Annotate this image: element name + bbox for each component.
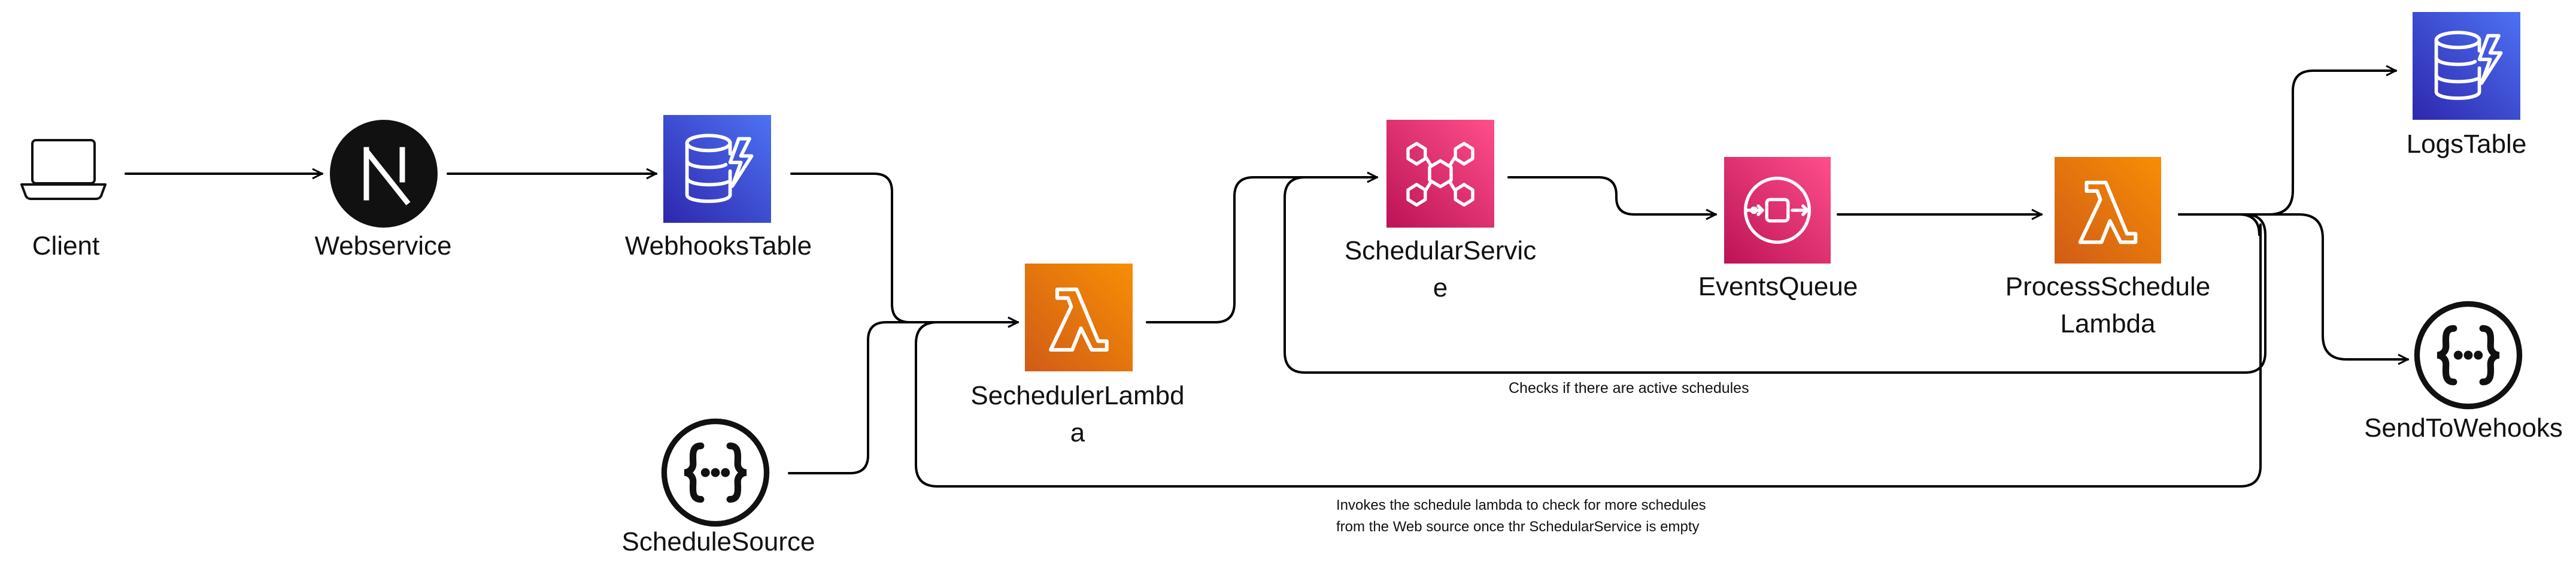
schedulerlambda-label-line-2: a (1070, 418, 1085, 447)
eventbridge-icon (1386, 120, 1494, 228)
lambda-icon (2055, 157, 2161, 264)
edge-processlambda-to-logstable (2178, 71, 2397, 216)
edges (125, 71, 2409, 488)
nextjs-logo-icon (330, 120, 438, 228)
laptop-icon (20, 139, 107, 200)
webservice-label: Webservice (314, 231, 452, 261)
api-braces-icon (2417, 304, 2519, 406)
edge-schedulerlambda-to-schedularservice (1146, 177, 1378, 323)
schedularservice-label-line-1: SchedularServic (1344, 236, 1537, 265)
edge-loop-active-schedules (1284, 177, 2266, 374)
schedulerlambda-label-line-1: SechedulerLambd (970, 381, 1185, 410)
processschedulelambda-label-line-1: ProcessSchedule (2005, 272, 2211, 301)
schedulerlambda-label: SechedulerLambd a (958, 377, 1197, 452)
sqs-icon (1724, 157, 1831, 264)
invoke-annotation: Invokes the schedule lambda to check for… (1336, 495, 1706, 538)
processschedulelambda-label-line-2: Lambda (2060, 309, 2156, 338)
active-schedules-annotation: Checks if there are active schedules (1509, 380, 1749, 397)
client-label: Client (32, 231, 100, 261)
invoke-annotation-line-1: Invokes the schedule lambda to check for… (1336, 497, 1706, 513)
edge-schedularservice-to-eventsqueue (1507, 176, 1717, 214)
invoke-annotation-line-2: from the Web source once thr SchedularSe… (1336, 519, 1700, 535)
edge-loop-invoke-scheduler (915, 213, 2262, 488)
schedularservice-label-line-2: e (1433, 273, 1448, 302)
logstable-label: LogsTable (2406, 129, 2527, 159)
edge-schedulesource-to-schedulerlambda (788, 322, 1019, 474)
lambda-icon (1025, 264, 1133, 371)
edge-processlambda-to-sendtowebhooks (2178, 213, 2409, 359)
dynamodb-icon (2413, 12, 2520, 120)
api-braces-icon (664, 421, 766, 524)
eventsqueue-label: EventsQueue (1698, 272, 1858, 301)
dynamodb-icon (663, 115, 771, 223)
sendtowebhooks-label: SendToWehooks (2364, 413, 2563, 443)
schedularservice-label: SchedularServic e (1321, 232, 1560, 307)
webhookstable-label: WebhooksTable (624, 231, 812, 261)
processschedulelambda-label: ProcessSchedule Lambda (1991, 268, 2225, 343)
schedulesource-label: ScheduleSource (621, 527, 815, 556)
